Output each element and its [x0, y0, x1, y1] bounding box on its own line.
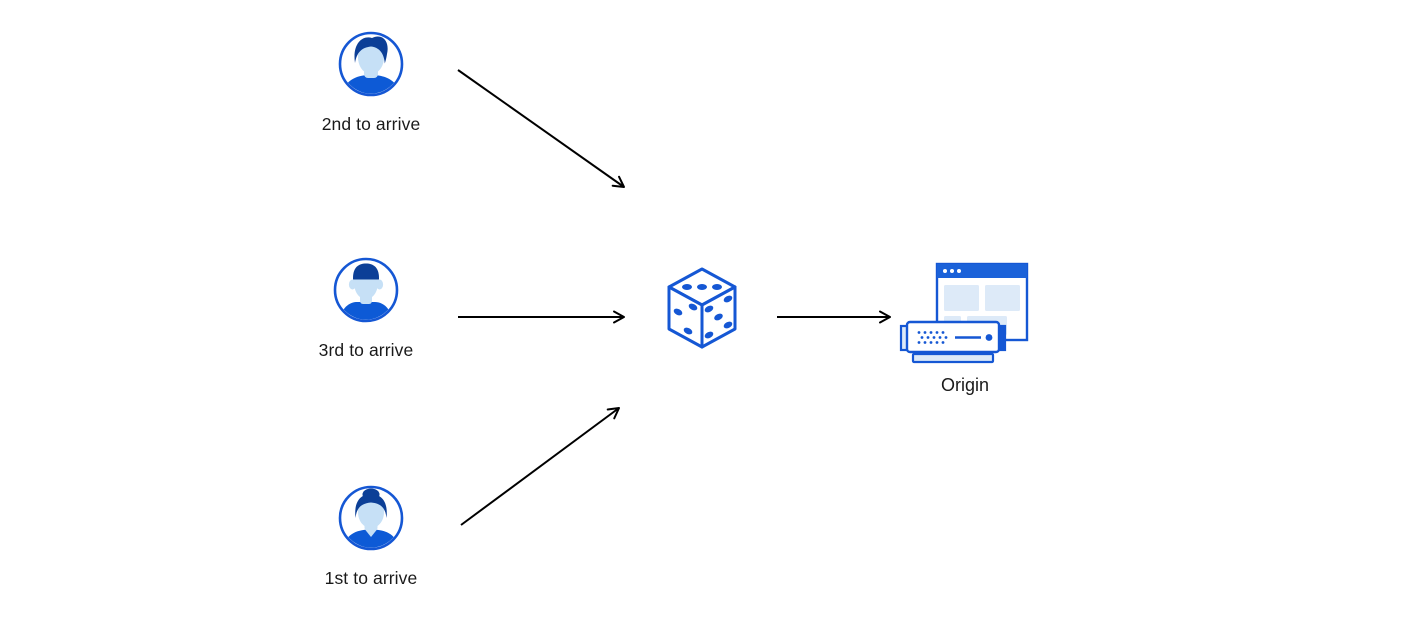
origin-server-browser-icon — [899, 262, 1029, 364]
node-origin: Origin — [899, 262, 1031, 396]
node-client-1st: 1st to arrive — [286, 485, 456, 589]
dice-icon — [666, 265, 738, 351]
arrow-client1-to-dice — [460, 407, 620, 526]
server-icon — [899, 320, 1007, 364]
origin-label: Origin — [940, 375, 989, 395]
client-1st-label: 1st to arrive — [324, 568, 418, 588]
arrow-client2-to-dice — [457, 69, 625, 188]
node-client-3rd: 3rd to arrive — [281, 257, 451, 361]
man-wavy-hair-avatar-icon — [338, 31, 404, 97]
man-short-hair-avatar-icon — [333, 257, 399, 323]
client-2nd-label: 2nd to arrive — [321, 114, 421, 134]
client-3rd-label: 3rd to arrive — [318, 340, 414, 360]
window-dots-icon — [943, 269, 961, 273]
woman-bun-avatar-icon — [338, 485, 404, 551]
node-client-2nd: 2nd to arrive — [286, 31, 456, 135]
